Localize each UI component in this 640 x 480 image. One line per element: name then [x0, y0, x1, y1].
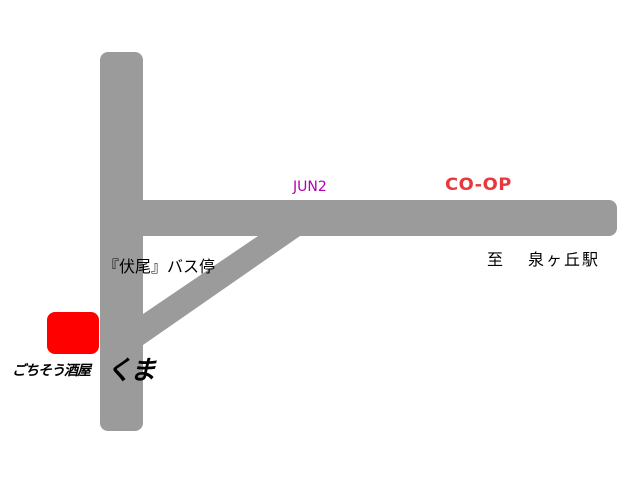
shop-tagline: ごちそう酒屋	[12, 363, 91, 379]
shop-marker	[47, 312, 99, 354]
jun2-label: JUN2	[293, 179, 327, 195]
coop-label: CO-OP	[445, 175, 512, 195]
station-direction-prefix: 至	[487, 250, 504, 269]
road-vertical	[100, 52, 143, 431]
road-diagonal	[143, 236, 300, 345]
station-name-label: 泉ヶ丘駅	[528, 250, 601, 269]
shop-name: くま	[106, 356, 156, 386]
bus-stop-label: 『伏尾』バス停	[103, 257, 216, 276]
road-horizontal	[100, 200, 617, 236]
